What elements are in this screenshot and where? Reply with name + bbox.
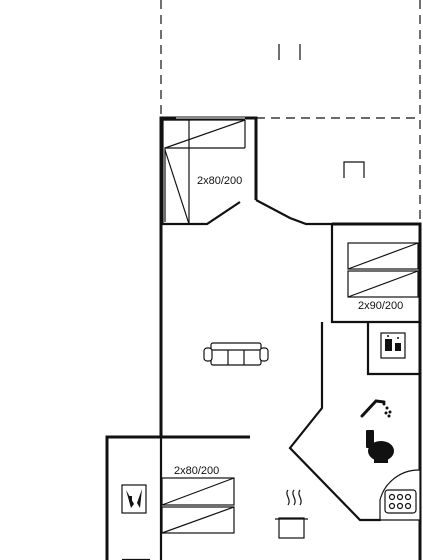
toilet-icon <box>366 430 394 463</box>
interior-walls <box>122 199 421 560</box>
bed-right <box>347 242 419 298</box>
exterior-walls <box>105 116 422 560</box>
cooking-pot-icon <box>275 489 308 539</box>
washing-machine-icon <box>380 332 406 359</box>
bed-top-label: 2x80/200 <box>197 175 242 187</box>
bed-right-label: 2x90/200 <box>358 300 403 312</box>
sofa-icon <box>203 342 269 366</box>
terrace-outline <box>160 0 421 224</box>
shower-icon <box>360 399 392 418</box>
hob-icon <box>379 469 421 521</box>
dishwasher-icon <box>121 484 147 514</box>
terrace-table-icon <box>343 161 365 178</box>
bed-top <box>162 119 246 225</box>
bed-bottom-label: 2x80/200 <box>174 465 219 477</box>
bed-bottom <box>161 477 235 534</box>
terrace-chairs-icon <box>278 44 301 60</box>
